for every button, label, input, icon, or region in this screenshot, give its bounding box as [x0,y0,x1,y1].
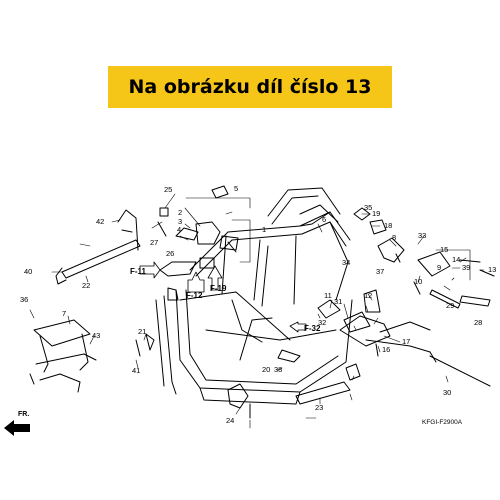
diagram-code: KFGI-F2900A [422,419,463,426]
part-label-37: 37 [376,267,384,276]
front-label: FR. [18,411,29,418]
part-label-10: 10 [414,277,422,286]
part-label-24: 24 [226,416,234,425]
part-label-22: 22 [82,281,90,290]
part-label-18: 18 [384,221,392,230]
part-label-30: 30 [443,388,451,397]
part-label-41: 41 [132,366,140,375]
figure-ref-f32: F-32 [304,324,321,333]
part-label-5: 5 [234,184,238,193]
part-label-12: 12 [364,291,372,300]
part-label-27: 27 [150,238,158,247]
part-label-3: 3 [178,217,182,226]
lower-parts [135,333,361,419]
part-label-31: 31 [334,297,342,306]
part-label-34: 34 [342,258,350,267]
long-bolt [429,355,491,387]
part-label-33: 33 [418,231,426,240]
part-label-1: 1 [262,225,266,234]
part-label-9: 9 [437,263,441,272]
part-label-40: 40 [24,267,32,276]
figure-ref-f11: F-11 [130,267,147,276]
part-label-4: 4 [177,225,181,234]
part-label-35: 35 [364,203,372,212]
front-arrow: FR. [4,411,30,436]
banner-text: Na obrázku díl číslo 13 [128,76,372,98]
part-label-6: 6 [322,215,326,224]
part-label-36: 36 [20,295,28,304]
part-labels: 1 2 3 4 5 6 7 8 9 10 11 12 13 14 15 16 1… [20,184,496,425]
figure-ref-f12: F-12 [186,291,203,300]
part-label-23: 23 [315,403,323,412]
part-label-8: 8 [392,233,396,242]
part-label-19: 19 [372,209,380,218]
part-label-17: 17 [402,337,410,346]
upper-center-parts [157,185,239,277]
right-parts [353,207,495,309]
main-frame [155,187,353,405]
figure-ref-arrows [139,261,307,333]
part-label-16: 16 [382,345,390,354]
part-label-21: 21 [138,327,146,336]
part-label-11: 11 [324,291,332,300]
part-label-14: 14 [452,255,460,264]
part-label-28: 28 [474,318,482,327]
bracket-assembly [29,319,97,393]
part-label-7: 7 [62,309,66,318]
part-label-2: 2 [178,208,182,217]
part-label-32: 32 [318,318,326,327]
lower-right-parts [317,289,431,357]
part-label-26: 26 [166,249,174,258]
part-label-15: 15 [440,245,448,254]
part-label-29: 29 [446,301,454,310]
leader-lines [29,193,485,429]
figure-ref-f19: F-19 [210,284,227,293]
part-label-25: 25 [164,185,172,194]
part-label-20: 20 [262,365,270,374]
part-label-39: 39 [462,263,470,272]
part-label-42: 42 [96,217,104,226]
part-label-43: 43 [92,331,100,340]
part-number-banner: Na obrázku díl číslo 13 [108,66,392,108]
part-label-38: 38 [274,365,282,374]
part-label-13: 13 [488,265,496,274]
